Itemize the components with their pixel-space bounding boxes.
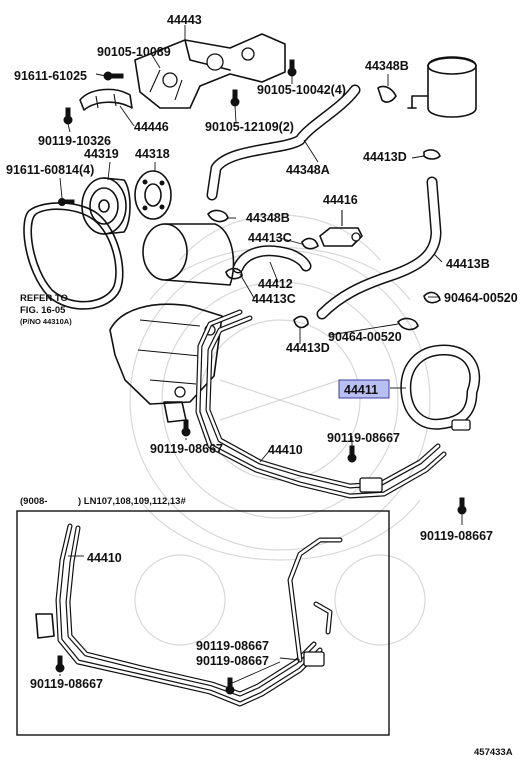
refer-line-3: (P/NO 44310A) [20, 317, 72, 326]
clip-44413d-bot [293, 315, 309, 329]
bolt-90119-08667-e [225, 677, 235, 695]
label-44413d-bot: 44413D [286, 341, 330, 355]
bolt-90119-08667-c [457, 497, 467, 515]
bolt-91611-60814 [58, 198, 75, 206]
clamp-44348b-mid [207, 209, 229, 223]
label-90119-08667-a: 90119-08667 [150, 442, 223, 456]
document-number: 457433A [474, 747, 513, 758]
label-90119-08667-f: 90119-08667 [196, 654, 269, 668]
label-90119-08667-c: 90119-08667 [420, 529, 493, 543]
label-90464-00520-a: 90464-00520 [444, 291, 518, 305]
bolt-91611-61025 [103, 71, 124, 81]
pressure-tube-44410-top [163, 309, 447, 499]
label-44413d-top: 44413D [363, 150, 407, 164]
bolt-90119-08667-d [55, 655, 65, 673]
clamp-44446 [79, 88, 133, 111]
label-90105-10089: 90105-10089 [97, 45, 171, 59]
drive-belt [23, 202, 124, 310]
label-44446: 44446 [134, 120, 169, 134]
label-44413b: 44413B [446, 257, 490, 271]
clip-44413d-top [423, 149, 441, 160]
label-90105-12109: 90105-12109(2) [205, 120, 294, 134]
refer-line-2: FIG. 16-05 [20, 305, 66, 316]
power-steering-pump [109, 223, 235, 405]
pressure-tube-44410-box [35, 523, 343, 707]
label-44348a: 44348A [286, 163, 330, 177]
hose-44412 [225, 245, 312, 280]
label-44348b-mid: 44348B [246, 211, 290, 225]
label-90105-10042: 90105-10042(4) [257, 83, 346, 97]
bolt-90105-10042 [287, 59, 297, 77]
hose-44348a [206, 84, 361, 201]
label-44348b-top: 44348B [365, 59, 409, 73]
box-header-date: (9008- [20, 496, 47, 507]
bolt-90119-10326 [63, 107, 73, 125]
label-44412: 44412 [258, 277, 293, 291]
hose-44348b-top [377, 85, 397, 103]
bolt-90105-12109 [230, 89, 240, 107]
clamp-90464-00520-b [397, 317, 419, 331]
clamp-90464-00520-a [423, 291, 441, 304]
leader-lines [59, 25, 463, 685]
label-90119-08667-b: 90119-08667 [327, 431, 400, 445]
plate-44318 [134, 170, 172, 220]
bracket-44443 [134, 33, 286, 109]
label-44413c-a: 44413C [248, 231, 292, 245]
union-44416 [319, 210, 363, 247]
bolt-90119-08667-a [181, 419, 191, 437]
label-91611-60814: 91611-60814(4) [6, 163, 94, 177]
label-44411: 44411 [344, 383, 378, 397]
label-90119-08667-e: 90119-08667 [196, 639, 269, 653]
pressure-hose-44411 [400, 344, 481, 431]
label-44443: 44443 [167, 13, 202, 27]
reservoir [407, 56, 477, 118]
bolt-90119-08667-b [347, 445, 357, 463]
label-44416: 44416 [323, 193, 358, 207]
clip-44413c-a [301, 237, 319, 250]
label-91611-61025: 91611-61025 [14, 69, 87, 83]
label-44413c-b: 44413C [252, 292, 296, 306]
hose-44413b [316, 176, 442, 320]
label-44318: 44318 [135, 147, 170, 161]
label-44410-box: 44410 [87, 551, 122, 565]
highlight-44411 [338, 379, 390, 399]
refer-line-1: REFER TO [20, 293, 68, 304]
pulley-44319 [81, 177, 131, 235]
label-44410-top: 44410 [268, 443, 303, 457]
box-header-models: ) LN107,108,109,112,13# [78, 496, 186, 507]
variant-box [16, 510, 390, 736]
label-90464-00520-b: 90464-00520 [328, 330, 402, 344]
label-44319: 44319 [84, 147, 119, 161]
label-90119-10326: 90119-10326 [38, 134, 111, 148]
label-90119-08667-d: 90119-08667 [30, 677, 103, 691]
